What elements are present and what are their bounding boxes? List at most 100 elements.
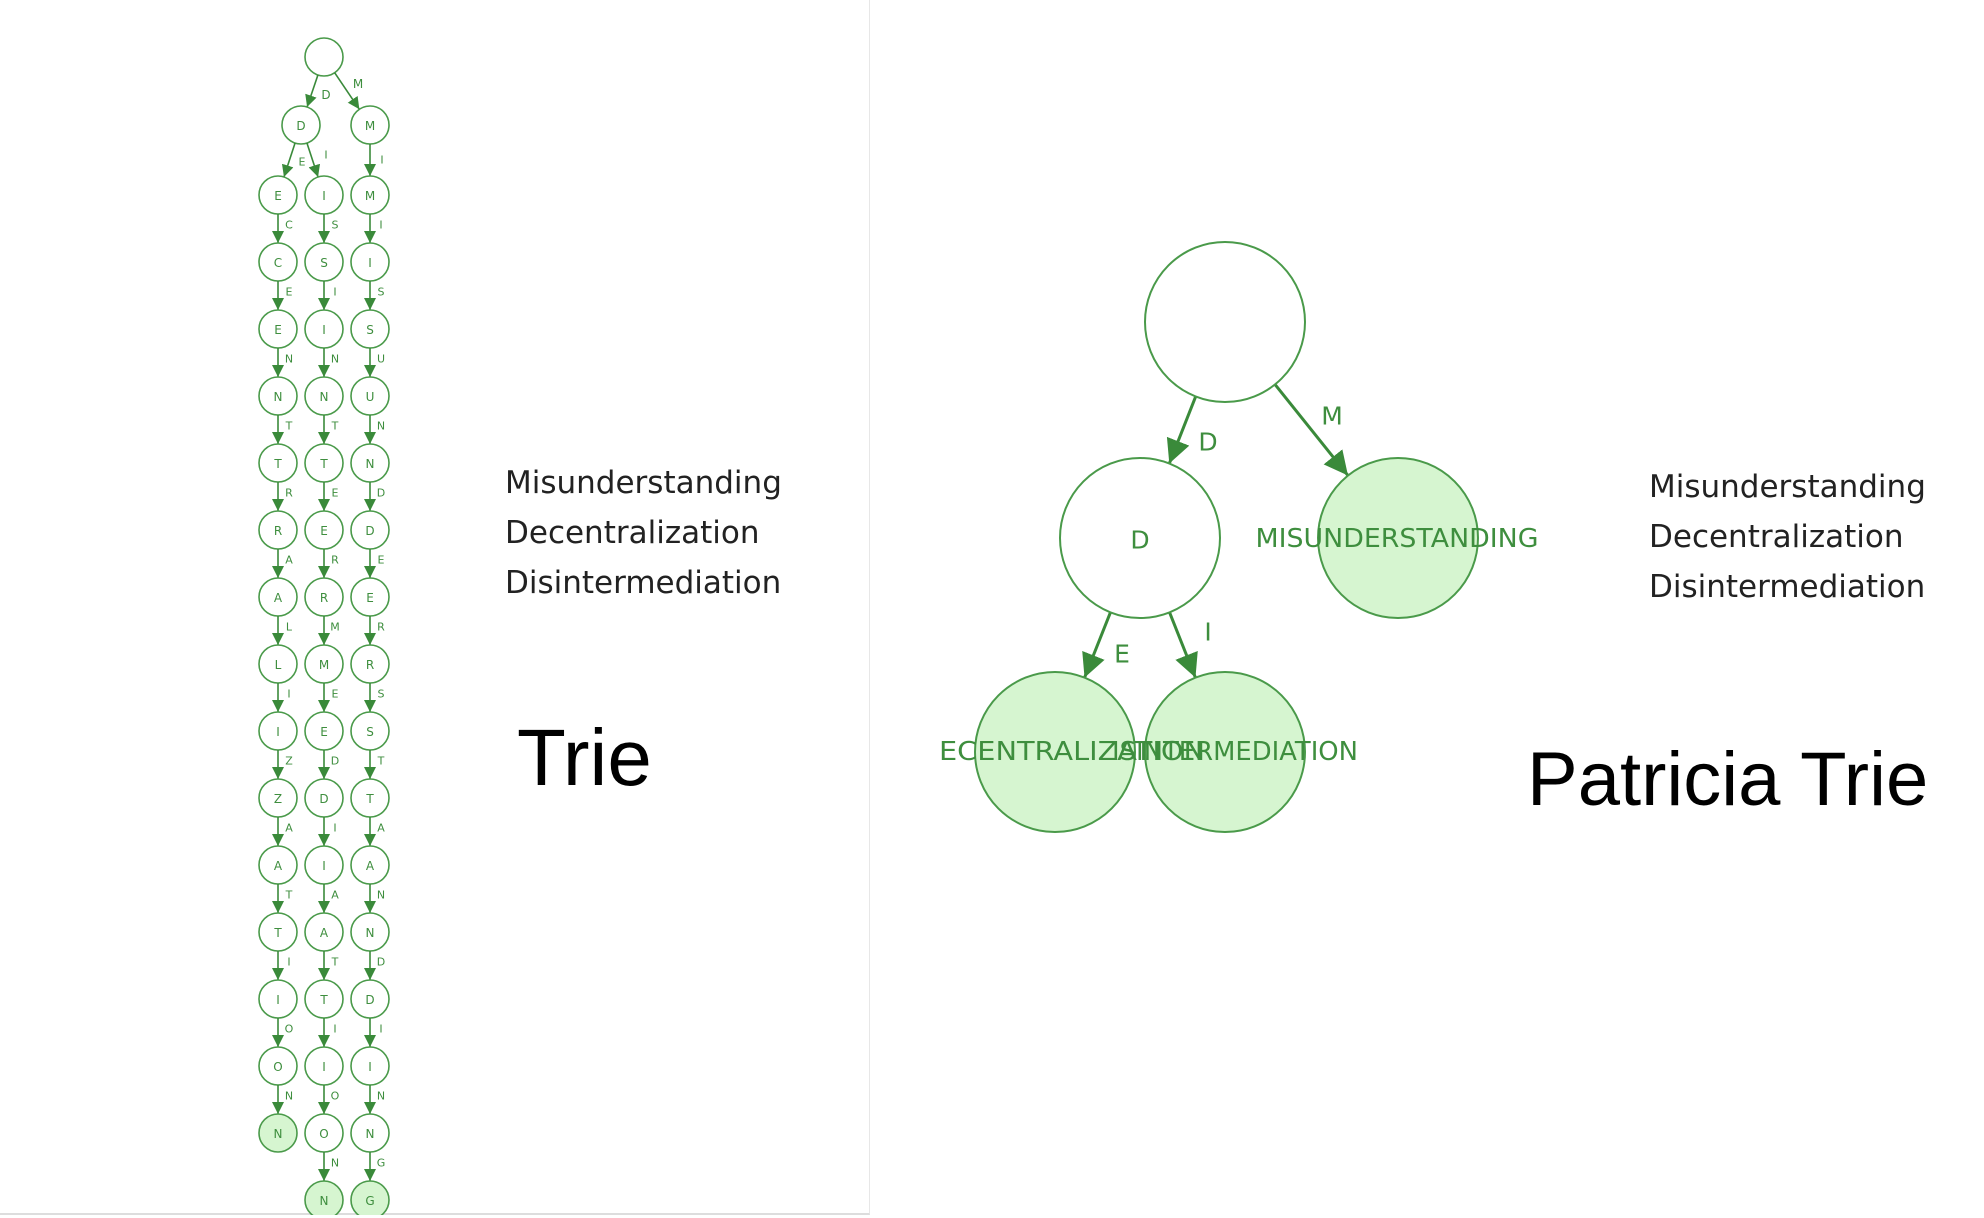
trie-edge-label: N — [285, 353, 293, 366]
trie-edge-label: O — [331, 1090, 340, 1103]
trie-edge-label: I — [379, 219, 382, 232]
trie-edge-label: T — [331, 420, 339, 433]
trie-node-label: E — [320, 725, 328, 739]
trie-node-label: A — [274, 591, 283, 605]
patricia-node-m-label: MISUNDERSTANDING — [1256, 524, 1539, 554]
trie-node-d — [281, 105, 321, 145]
patricia-node-i — [1144, 671, 1306, 833]
word-disintermediation: Disintermediation — [505, 565, 782, 601]
trie-edge-label: I — [287, 688, 290, 701]
trie-node-label: I — [368, 1060, 372, 1074]
trie-edge-label: I — [380, 154, 383, 167]
trie-edge-label: D — [321, 88, 330, 102]
trie-node-label: R — [274, 524, 282, 538]
trie-word-list: Misunderstanding Decentralization Disint… — [505, 458, 782, 608]
trie-edge-label: E — [332, 688, 339, 701]
trie-node-label: D — [365, 524, 374, 538]
trie-edge-label: I — [379, 1023, 382, 1036]
trie-node-label: I — [322, 323, 326, 337]
trie-edge — [305, 74, 319, 108]
trie-node-label: I — [322, 189, 326, 203]
trie-edge-label: N — [331, 1157, 339, 1170]
trie-node-label: I — [276, 725, 280, 739]
trie-edge-label: E — [332, 487, 339, 500]
patricia-title: Patricia Trie — [1527, 737, 1929, 822]
trie-edge-label: S — [332, 219, 339, 232]
trie-node-label: N — [366, 926, 375, 940]
trie-edge-label: D — [331, 755, 339, 768]
trie-node-label: E — [320, 524, 328, 538]
trie-edge-label: T — [331, 956, 339, 969]
patricia-node-e — [974, 671, 1136, 833]
trie-node-label: N — [274, 390, 283, 404]
trie-edge-label: E — [286, 286, 293, 299]
patricia-node-m — [1317, 457, 1479, 619]
trie-edge-label: N — [331, 353, 339, 366]
word-decentralization: Decentralization — [1649, 519, 1904, 555]
trie-edge — [306, 142, 321, 178]
patricia-node-i-label: ISINTERMEDIATION — [1112, 737, 1358, 767]
trie-edge-label: N — [377, 889, 385, 902]
trie-node-label: N — [320, 390, 329, 404]
trie-node-label: T — [273, 926, 282, 940]
trie-node-label: R — [366, 658, 374, 672]
trie-node-label: S — [366, 725, 374, 739]
trie-node-label: S — [366, 323, 374, 337]
patricia-node-d — [1059, 457, 1221, 619]
trie-node-label: A — [366, 859, 375, 873]
trie-edge — [281, 142, 296, 178]
trie-edge-label: N — [285, 1090, 293, 1103]
word-misunderstanding: Misunderstanding — [505, 465, 782, 501]
trie-title: Trie — [517, 713, 652, 802]
trie-edge-label: O — [285, 1023, 294, 1036]
trie-node-label: M — [365, 189, 375, 203]
trie-node-label: S — [320, 256, 328, 270]
trie-node-label: I — [322, 859, 326, 873]
trie-edge-label: M — [353, 77, 363, 91]
trie-edge-label: I — [333, 286, 336, 299]
trie-edge-label: D — [377, 487, 385, 500]
trie-edge-label: A — [377, 822, 385, 835]
trie-node-label: O — [273, 1060, 282, 1074]
trie-edge-label: N — [377, 1090, 385, 1103]
trie-node-label: D — [365, 993, 374, 1007]
trie-node-label: C — [274, 256, 282, 270]
trie-edge-label: C — [285, 219, 293, 232]
trie-node-label: Z — [274, 792, 282, 806]
trie-node-label: M — [319, 658, 329, 672]
trie-edge-label: Z — [285, 755, 293, 768]
trie-node — [350, 1180, 390, 1215]
trie-node-label: N — [366, 1127, 375, 1141]
trie-node-label: L — [275, 658, 282, 672]
trie-node-label: E — [366, 591, 374, 605]
trie-node-label: T — [319, 993, 328, 1007]
trie-node-label: U — [366, 390, 375, 404]
trie-edge-label: L — [286, 621, 293, 634]
patricia-edge-d — [1166, 395, 1198, 465]
patricia-edge-label-e: E — [1114, 640, 1130, 669]
trie-edge-label: S — [378, 688, 385, 701]
trie-node-label: N — [320, 1194, 329, 1208]
trie-node-label: D — [319, 792, 328, 806]
word-decentralization: Decentralization — [505, 515, 760, 551]
trie-edge-label: M — [330, 621, 340, 634]
trie-edge-label: R — [285, 487, 293, 500]
trie-node-label: I — [276, 993, 280, 1007]
trie-edge-label: S — [378, 286, 385, 299]
trie-edge-label: E — [299, 156, 306, 169]
trie-edge-label: T — [285, 420, 293, 433]
trie-node-label: I — [368, 256, 372, 270]
word-misunderstanding: Misunderstanding — [1649, 469, 1926, 505]
trie-edge — [333, 72, 361, 110]
trie-node-label: E — [274, 189, 282, 203]
trie-node-label: I — [322, 1060, 326, 1074]
patricia-edge-label-d: D — [1198, 428, 1217, 457]
trie-node-label: T — [273, 457, 282, 471]
trie-edge-label: I — [333, 1023, 336, 1036]
trie-edge-label: R — [377, 621, 385, 634]
patricia-edge-m — [1273, 383, 1350, 477]
patricia-node-e-label: ECENTRALIZATION — [939, 737, 1205, 767]
